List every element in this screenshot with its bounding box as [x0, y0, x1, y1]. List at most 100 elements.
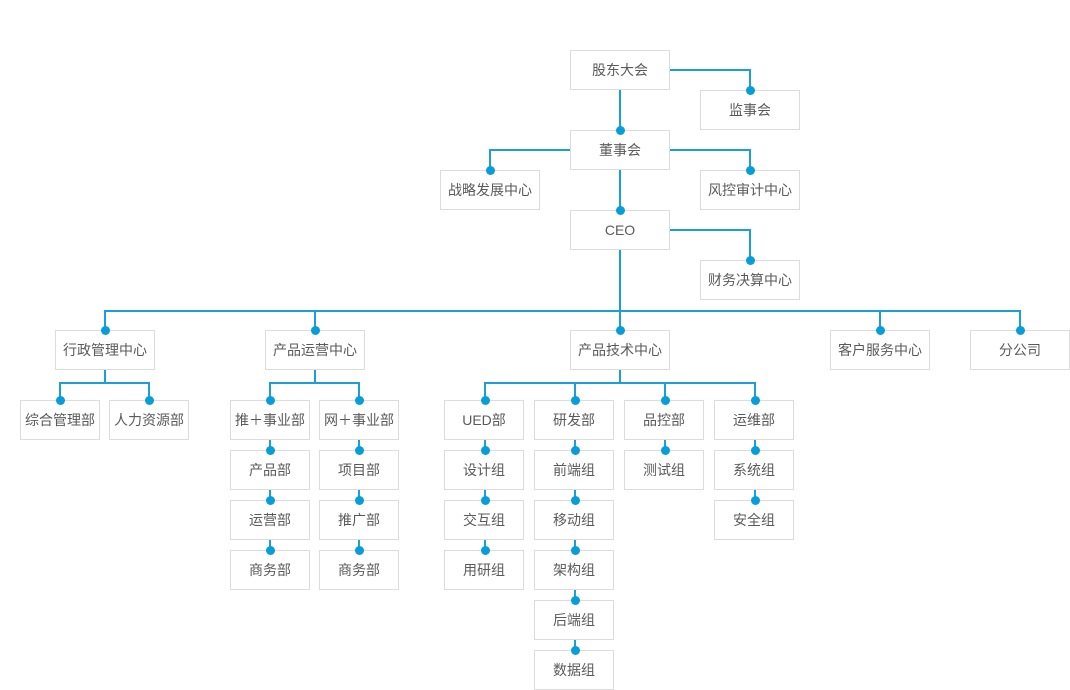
connector-shareholders-to-board: [619, 90, 621, 130]
dot-project-dept: [354, 445, 364, 455]
connector-board-to-strategy-horizontal: [490, 149, 570, 151]
node-finance-settlement-center[interactable]: 财务决算中心: [700, 260, 800, 300]
dot-operation-dept: [265, 495, 275, 505]
dot-backend-group: [570, 595, 580, 605]
node-human-resources-dept[interactable]: 人力资源部: [109, 400, 189, 440]
dot-ued-dept: [480, 395, 490, 405]
connector-board-to-risk-vertical: [749, 149, 751, 170]
connector-operation-dept-to-business-dept: [269, 540, 271, 550]
node-customer-service-center[interactable]: 客户服务中心: [830, 330, 930, 370]
node-promotion-dept[interactable]: 推广部: [319, 500, 399, 540]
dot-wang-business-unit: [354, 395, 364, 405]
connector-product-operation-bus: [269, 382, 360, 384]
dot-product-dept: [265, 445, 275, 455]
connector-board-to-strategy-vertical: [489, 149, 491, 170]
node-wang-business-unit[interactable]: 网＋事业部: [319, 400, 399, 440]
node-business-dept-right[interactable]: 商务部: [319, 550, 399, 590]
node-ceo[interactable]: CEO: [570, 210, 670, 250]
connector-board-to-risk-horizontal: [670, 149, 750, 151]
connector-product-technology-bus: [484, 382, 755, 384]
connector-pt-to-ops: [754, 382, 756, 400]
node-admin-management-center[interactable]: 行政管理中心: [55, 330, 155, 370]
node-ued-dept[interactable]: UED部: [444, 400, 524, 440]
node-tui-business-unit[interactable]: 推＋事业部: [230, 400, 310, 440]
connector-bus-to-branch-company: [1019, 310, 1021, 330]
connector-rd-to-frontend-group: [574, 440, 576, 450]
dot-finance-settlement-center: [745, 255, 755, 265]
connector-main-bus: [104, 310, 1020, 312]
dot-user-research-group: [480, 545, 490, 555]
dot-business-dept-right: [354, 545, 364, 555]
node-frontend-group[interactable]: 前端组: [534, 450, 614, 490]
connector-wang-to-project-dept: [358, 440, 360, 450]
connector-product-technology-stem: [619, 370, 621, 382]
node-shareholders-meeting[interactable]: 股东大会: [570, 50, 670, 90]
connector-shareholders-to-supervisors-vertical: [749, 69, 751, 90]
connector-frontend-to-mobile-group: [574, 490, 576, 500]
node-test-group[interactable]: 测试组: [624, 450, 704, 490]
dot-board-of-supervisors: [745, 85, 755, 95]
dot-general-management-dept: [55, 395, 65, 405]
dot-branch-company: [1015, 325, 1025, 335]
node-data-group[interactable]: 数据组: [534, 650, 614, 690]
dot-ceo: [615, 205, 625, 215]
connector-ceo-to-finance-horizontal: [670, 229, 750, 231]
connector-architecture-to-backend-group: [574, 590, 576, 600]
dot-architecture-group: [570, 545, 580, 555]
dot-customer-service-center: [875, 325, 885, 335]
dot-data-group: [570, 645, 580, 655]
dot-risk-audit-center: [745, 165, 755, 175]
node-project-dept[interactable]: 项目部: [319, 450, 399, 490]
connector-interaction-to-user-research-group: [484, 540, 486, 550]
dot-mobile-group: [570, 495, 580, 505]
connector-product-dept-to-operation-dept: [269, 490, 271, 500]
dot-rd-dept: [570, 395, 580, 405]
node-business-dept-left[interactable]: 商务部: [230, 550, 310, 590]
node-user-research-group[interactable]: 用研组: [444, 550, 524, 590]
node-mobile-group[interactable]: 移动组: [534, 500, 614, 540]
connector-pt-to-ued: [484, 382, 486, 400]
connector-bus-to-product-technology-center: [619, 310, 621, 330]
connector-project-dept-to-promotion-dept: [358, 490, 360, 500]
node-strategy-development-center[interactable]: 战略发展中心: [440, 170, 540, 210]
dot-qa-dept: [660, 395, 670, 405]
node-operation-dept[interactable]: 运营部: [230, 500, 310, 540]
connector-system-to-security-group: [754, 490, 756, 500]
node-system-group[interactable]: 系统组: [714, 450, 794, 490]
connector-bus-to-customer-service-center: [879, 310, 881, 330]
node-general-management-dept[interactable]: 综合管理部: [20, 400, 100, 440]
connector-tui-to-product-dept: [269, 440, 271, 450]
node-qa-dept[interactable]: 品控部: [624, 400, 704, 440]
dot-admin-management-center: [100, 325, 110, 335]
connector-mobile-to-architecture-group: [574, 540, 576, 550]
node-design-group[interactable]: 设计组: [444, 450, 524, 490]
node-board-of-supervisors[interactable]: 监事会: [700, 90, 800, 130]
node-rd-dept[interactable]: 研发部: [534, 400, 614, 440]
node-interaction-group[interactable]: 交互组: [444, 500, 524, 540]
connector-pt-to-qa: [664, 382, 666, 400]
node-product-dept[interactable]: 产品部: [230, 450, 310, 490]
node-branch-company[interactable]: 分公司: [970, 330, 1070, 370]
node-product-technology-center[interactable]: 产品技术中心: [570, 330, 670, 370]
node-risk-audit-center[interactable]: 风控审计中心: [700, 170, 800, 210]
node-product-operation-center[interactable]: 产品运营中心: [265, 330, 365, 370]
connector-qa-to-test-group: [664, 440, 666, 450]
node-board-of-directors[interactable]: 董事会: [570, 130, 670, 170]
connector-ceo-to-finance-vertical: [749, 229, 751, 260]
connector-admin-center-bus: [59, 382, 150, 384]
dot-business-dept-left: [265, 545, 275, 555]
dot-promotion-dept: [354, 495, 364, 505]
dot-test-group: [660, 445, 670, 455]
dot-ops-dept: [750, 395, 760, 405]
node-security-group[interactable]: 安全组: [714, 500, 794, 540]
connector-shareholders-to-supervisors-horizontal: [670, 69, 750, 71]
node-backend-group[interactable]: 后端组: [534, 600, 614, 640]
node-architecture-group[interactable]: 架构组: [534, 550, 614, 590]
dot-board-of-directors: [615, 125, 625, 135]
dot-design-group: [480, 445, 490, 455]
dot-product-operation-center: [310, 325, 320, 335]
dot-frontend-group: [570, 445, 580, 455]
connector-board-to-ceo: [619, 170, 621, 210]
node-ops-dept[interactable]: 运维部: [714, 400, 794, 440]
